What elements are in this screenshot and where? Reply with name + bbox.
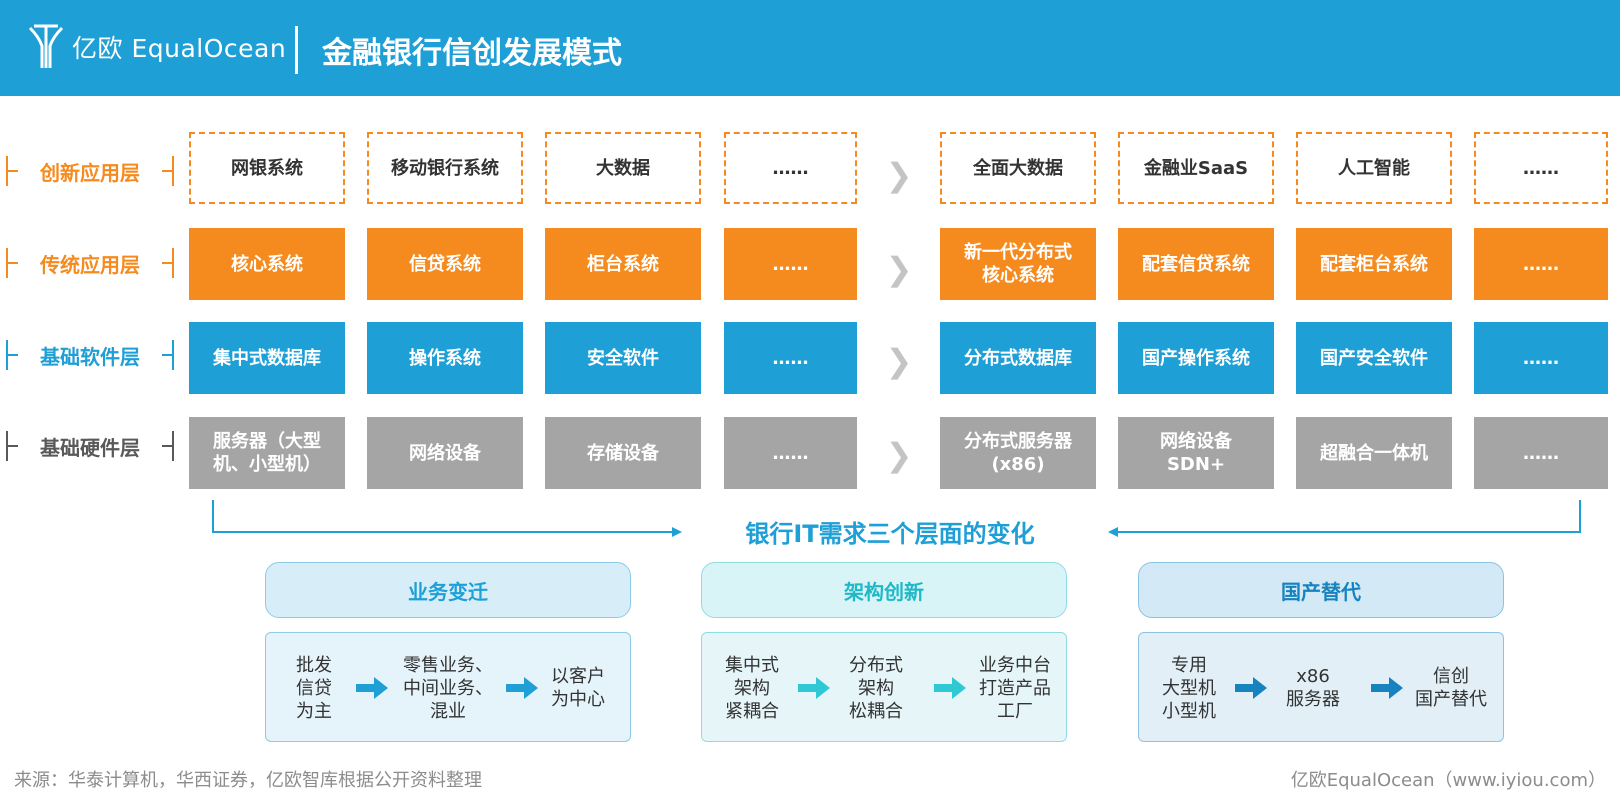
panel-business-body: 批发 信贷 为主 零售业务、 中间业务、 混业 以客户 为中心 — [265, 632, 631, 742]
arrow-right-icon — [1371, 677, 1403, 699]
cell-right-software-4: …… — [1474, 322, 1608, 394]
panel-localization-title: 国产替代 — [1138, 562, 1504, 618]
cell-left-software-1: 集中式数据库 — [189, 322, 345, 394]
chevron-right-icon: ❯ — [885, 250, 913, 288]
arrow-right-icon — [934, 677, 966, 699]
cell-right-software-1: 分布式数据库 — [940, 322, 1096, 394]
layer-label-hardware: 基础硬件层 — [6, 431, 174, 461]
panel-business-title: 业务变迁 — [265, 562, 631, 618]
page-title: 金融银行信创发展模式 — [322, 36, 622, 71]
layer-label-innovation: 创新应用层 — [6, 156, 174, 186]
panel-localization-step-1: 专用 大型机 小型机 — [1162, 654, 1216, 722]
cell-right-innovation-4: …… — [1474, 132, 1608, 204]
cell-right-traditional-1: 新一代分布式 核心系统 — [940, 228, 1096, 300]
arrow-right-icon — [506, 677, 538, 699]
panel-localization-step-3: 信创 国产替代 — [1415, 666, 1487, 710]
arrow-right-icon — [356, 677, 388, 699]
center-title: 银行IT需求三个层面的变化 — [745, 520, 1035, 548]
cell-left-hardware-4: …… — [724, 417, 857, 489]
chevron-right-icon: ❯ — [885, 436, 913, 474]
arrow-right-icon — [1235, 677, 1267, 699]
arrow-right-icon — [798, 677, 830, 699]
cell-right-software-2: 国产操作系统 — [1118, 322, 1274, 394]
cell-right-innovation-3: 人工智能 — [1296, 132, 1452, 204]
cell-right-innovation-2: 金融业SaaS — [1118, 132, 1274, 204]
source-note: 来源：华泰计算机，华西证券，亿欧智库根据公开资料整理 — [14, 770, 482, 791]
cell-right-hardware-2: 网络设备 SDN+ — [1118, 417, 1274, 489]
chevron-right-icon: ❯ — [885, 342, 913, 380]
credit-note: 亿欧EqualOcean（www.iyiou.com） — [1290, 770, 1606, 791]
cell-left-innovation-1: 网银系统 — [189, 132, 345, 204]
layer-label-text: 基础硬件层 — [40, 435, 140, 460]
equalocean-logo-icon — [28, 24, 64, 68]
chevron-right-icon: ❯ — [885, 156, 913, 194]
layer-label-traditional: 传统应用层 — [6, 248, 174, 278]
cell-right-traditional-2: 配套信贷系统 — [1118, 228, 1274, 300]
panel-architecture-step-3: 业务中台 打造产品 工厂 — [979, 654, 1051, 722]
cell-right-hardware-4: …… — [1474, 417, 1608, 489]
panel-architecture-step-2: 分布式 架构 松耦合 — [849, 654, 903, 722]
cell-left-software-3: 安全软件 — [545, 322, 701, 394]
cell-left-traditional-2: 信贷系统 — [367, 228, 523, 300]
cell-left-hardware-1: 服务器（大型 机、小型机） — [189, 417, 345, 489]
panel-business-step-1: 批发 信贷 为主 — [296, 654, 332, 722]
cell-right-innovation-1: 全面大数据 — [940, 132, 1096, 204]
layer-label-text: 基础软件层 — [40, 344, 140, 369]
cell-left-traditional-3: 柜台系统 — [545, 228, 701, 300]
cell-right-traditional-3: 配套柜台系统 — [1296, 228, 1452, 300]
header-bar — [0, 0, 1620, 96]
cell-left-hardware-2: 网络设备 — [367, 417, 523, 489]
cell-left-innovation-3: 大数据 — [545, 132, 701, 204]
panel-architecture-step-1: 集中式 架构 紧耦合 — [725, 654, 779, 722]
panel-architecture-title: 架构创新 — [701, 562, 1067, 618]
layer-label-text: 传统应用层 — [40, 252, 140, 277]
panel-localization-step-2: x86 服务器 — [1286, 666, 1340, 710]
logo: 亿欧 EqualOcean — [26, 22, 326, 72]
cell-right-hardware-1: 分布式服务器 (x86) — [940, 417, 1096, 489]
cell-left-innovation-4: …… — [724, 132, 857, 204]
cell-left-software-2: 操作系统 — [367, 322, 523, 394]
cell-right-traditional-4: …… — [1474, 228, 1608, 300]
cell-right-software-3: 国产安全软件 — [1296, 322, 1452, 394]
connector-right-arrow — [1108, 500, 1581, 537]
cell-right-hardware-3: 超融合一体机 — [1296, 417, 1452, 489]
panel-architecture-body: 集中式 架构 紧耦合 分布式 架构 松耦合 业务中台 打造产品 工厂 — [701, 632, 1067, 742]
logo-text: 亿欧 EqualOcean — [72, 34, 287, 63]
cell-left-traditional-1: 核心系统 — [189, 228, 345, 300]
cell-left-innovation-2: 移动银行系统 — [367, 132, 523, 204]
panel-business-step-2: 零售业务、 中间业务、 混业 — [403, 654, 493, 722]
cell-left-software-4: …… — [724, 322, 857, 394]
cell-left-hardware-3: 存储设备 — [545, 417, 701, 489]
header-divider — [295, 26, 298, 74]
cell-left-traditional-4: …… — [724, 228, 857, 300]
layer-label-software: 基础软件层 — [6, 340, 174, 370]
connector-left-arrow — [212, 500, 682, 537]
panel-localization-body: 专用 大型机 小型机 x86 服务器 信创 国产替代 — [1138, 632, 1504, 742]
panel-business-step-3: 以客户 为中心 — [551, 666, 605, 710]
layer-label-text: 创新应用层 — [40, 160, 140, 185]
